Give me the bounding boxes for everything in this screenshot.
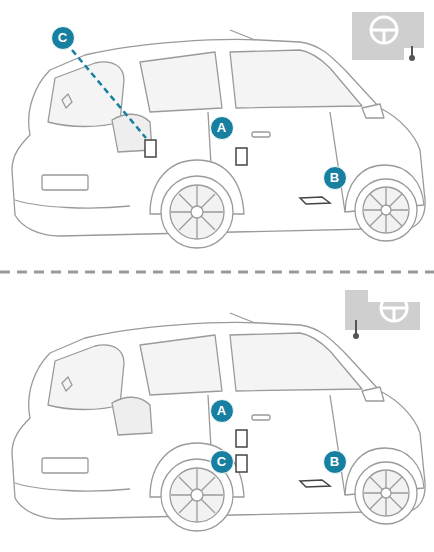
callout-letter: B [323, 450, 347, 474]
callout-letter: C [210, 450, 234, 474]
callout-letter: C [51, 26, 75, 50]
car-drawing [12, 313, 425, 531]
leader-line [72, 50, 146, 138]
drive-side-icon [352, 12, 424, 61]
callout-letter: B [323, 166, 347, 190]
callout-letter: A [210, 116, 234, 140]
callout-letter: A [210, 399, 234, 423]
drive-side-icon [345, 290, 420, 339]
car-drawing [12, 30, 425, 248]
label-plate [145, 140, 330, 487]
divider-line [0, 271, 434, 274]
